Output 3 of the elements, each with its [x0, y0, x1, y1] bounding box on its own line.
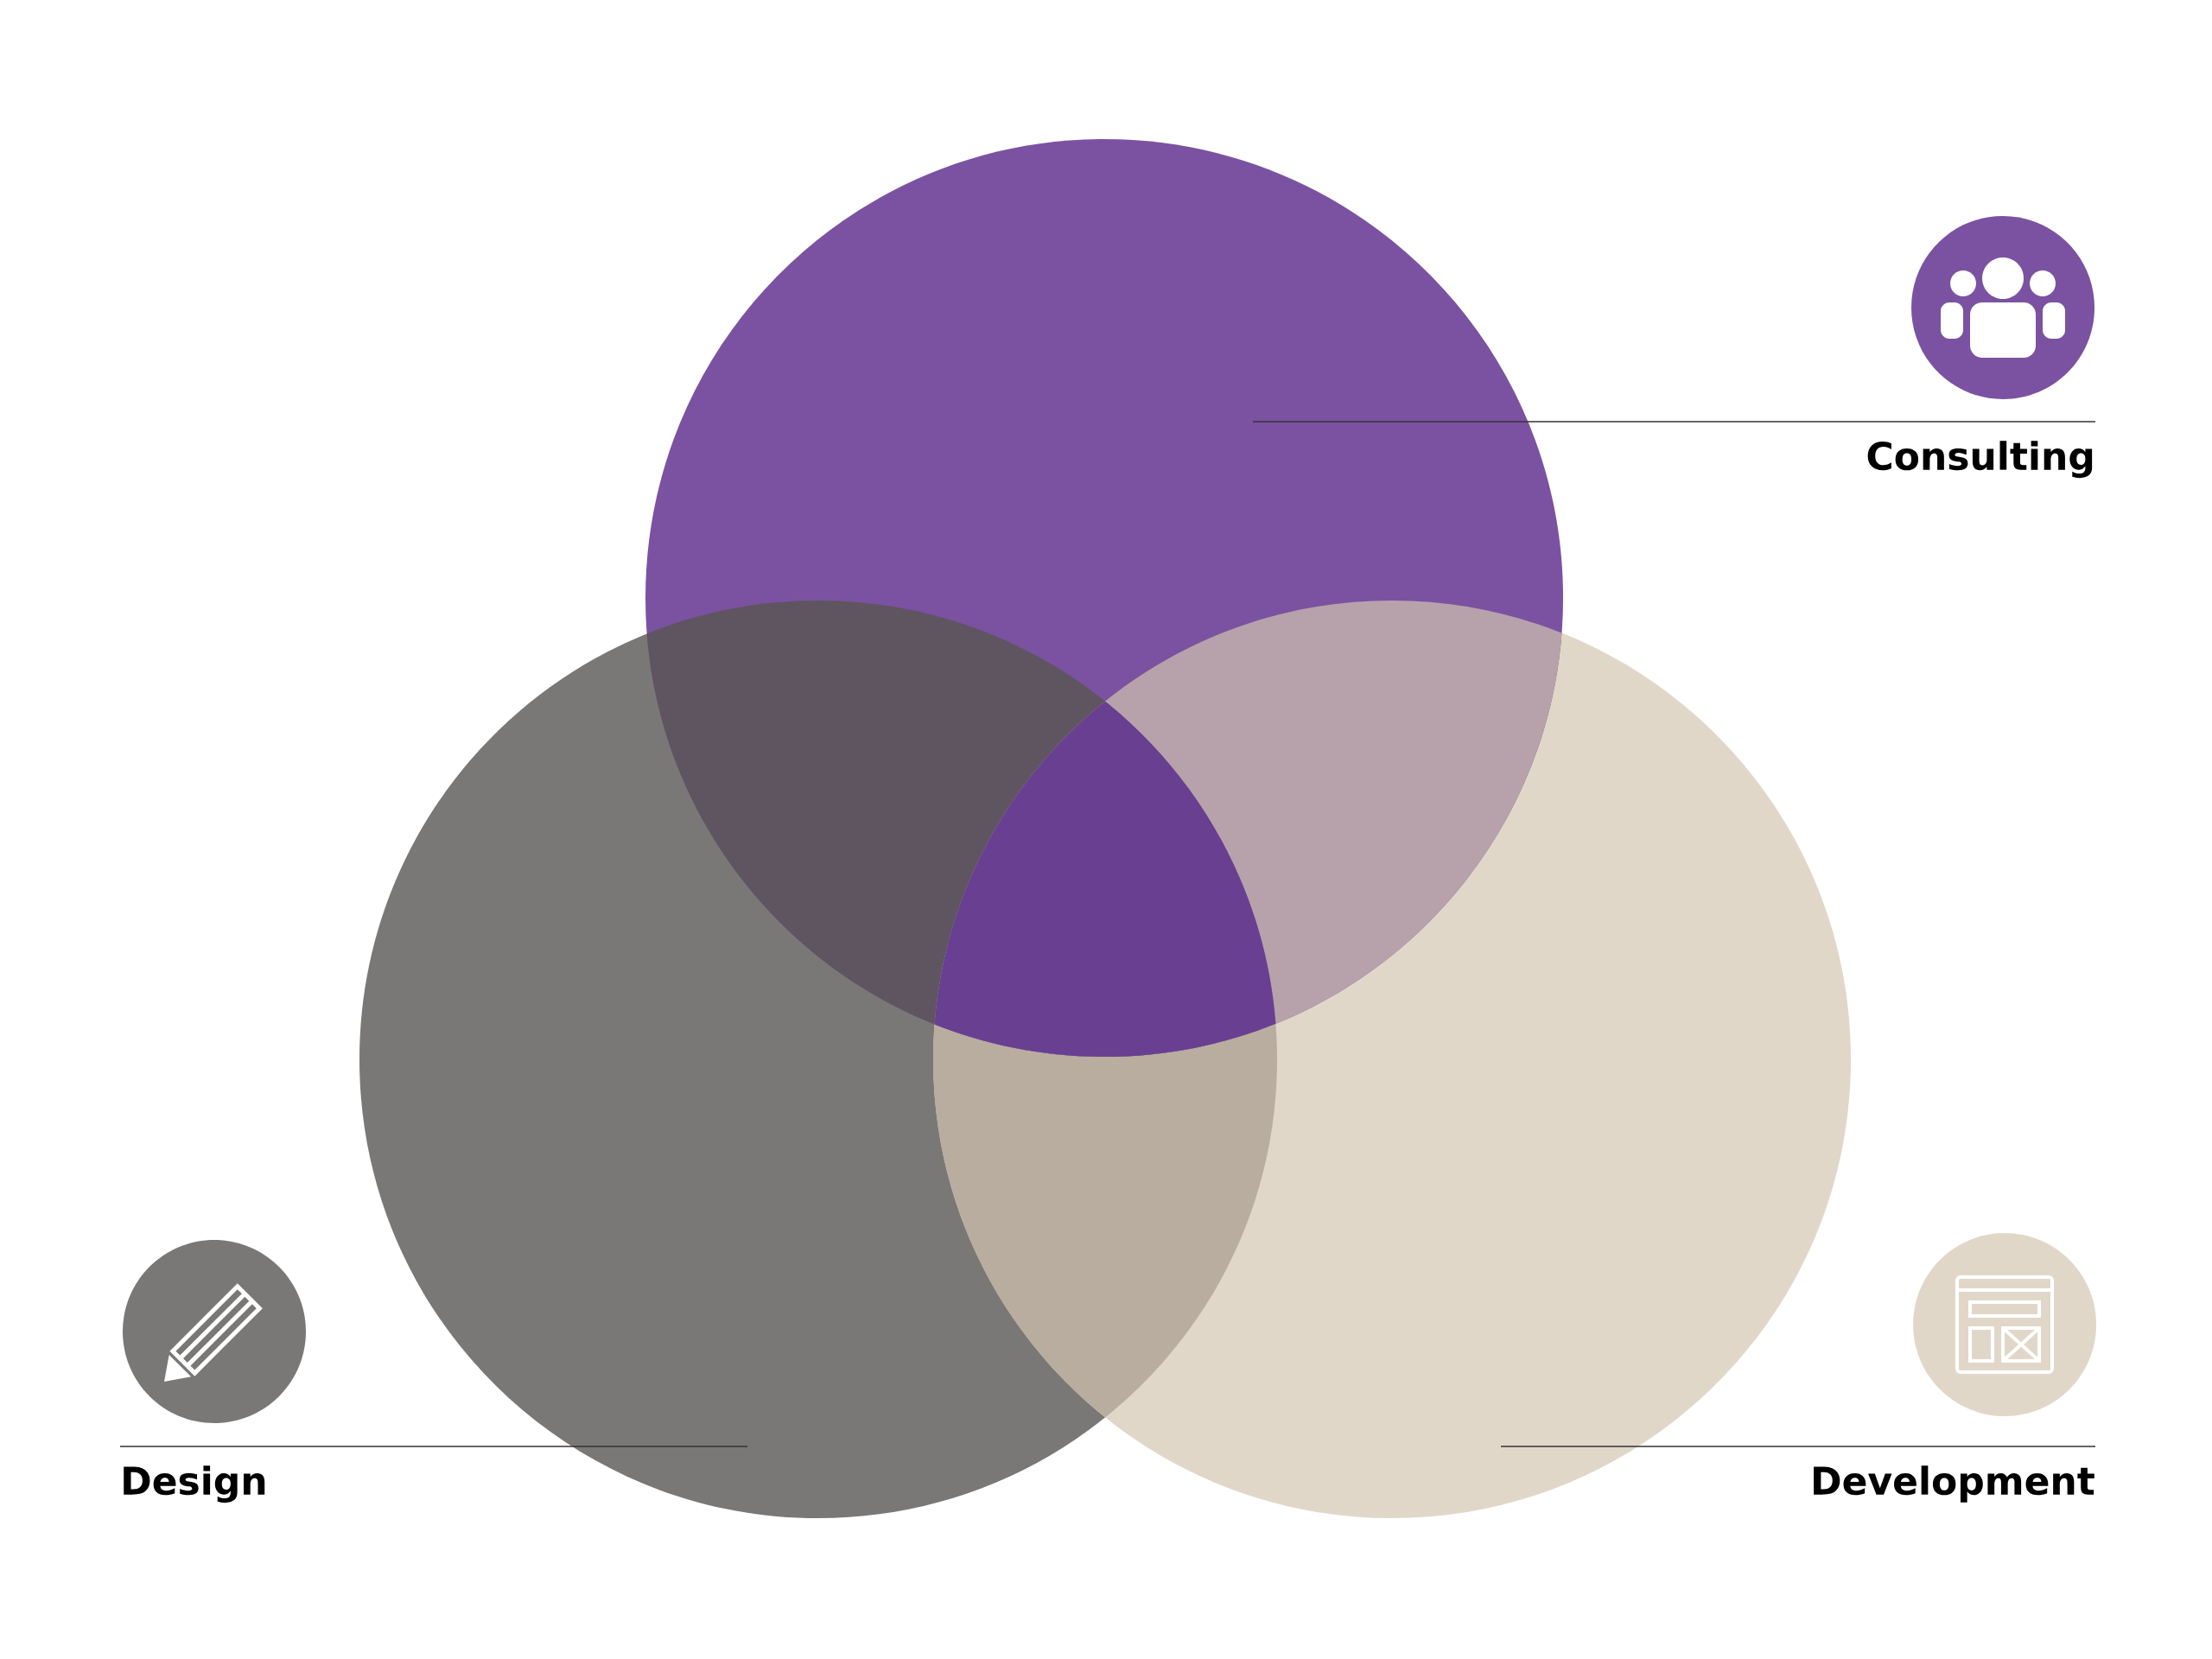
circle-label: Development	[1814, 1465, 2094, 1503]
circle-label: Design	[124, 1465, 265, 1503]
circle-label: Consulting	[1867, 441, 2093, 479]
